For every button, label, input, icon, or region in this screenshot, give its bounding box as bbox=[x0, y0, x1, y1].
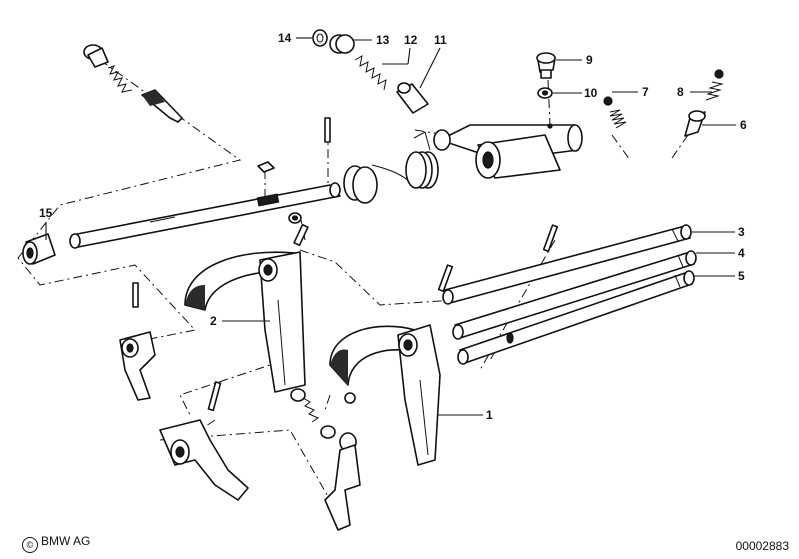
sleeve-15 bbox=[22, 233, 56, 265]
small-fasteners bbox=[132, 117, 559, 412]
pin-11 bbox=[396, 82, 429, 114]
brand-label: ©BMW AG bbox=[22, 534, 90, 553]
plug-9 bbox=[536, 52, 556, 79]
callout-6: 6 bbox=[740, 118, 747, 132]
copyright-icon: © bbox=[22, 537, 38, 553]
callout-12: 12 bbox=[404, 33, 418, 47]
bolt bbox=[290, 388, 336, 439]
document-number: 00002883 bbox=[735, 539, 789, 553]
shift-rod-3 bbox=[442, 224, 692, 305]
callout-11: 11 bbox=[434, 33, 447, 47]
ball-7-and-spring bbox=[603, 96, 627, 129]
brand-name: BMW AG bbox=[41, 534, 91, 548]
callout-8: 8 bbox=[677, 85, 684, 99]
detent-pin-assembly bbox=[83, 44, 183, 123]
ring-14 bbox=[312, 29, 328, 47]
selector-lever-bottom bbox=[324, 432, 361, 531]
spring-8 bbox=[705, 69, 724, 101]
callout-5: 5 bbox=[738, 269, 745, 283]
callout-7: 7 bbox=[642, 85, 649, 99]
callout-9: 9 bbox=[586, 53, 593, 67]
shift-rod-4 bbox=[452, 250, 697, 340]
shift-rod-15 bbox=[69, 182, 341, 249]
spring-12 bbox=[354, 55, 387, 91]
callout-15: 15 bbox=[39, 206, 53, 220]
callouts: 1 2 3 4 5 6 7 8 9 10 11 12 13 14 15 bbox=[39, 31, 747, 422]
callout-14: 14 bbox=[278, 31, 292, 45]
shift-fork-1 bbox=[329, 324, 441, 466]
sleeve-6 bbox=[684, 110, 706, 137]
selector-lever bbox=[433, 123, 583, 179]
callout-3: 3 bbox=[738, 225, 745, 239]
washer-10 bbox=[537, 87, 553, 99]
selector-dog-bottom bbox=[159, 419, 249, 501]
selector-dog-left bbox=[119, 331, 156, 401]
callout-13: 13 bbox=[376, 33, 390, 47]
shift-fork-2 bbox=[184, 251, 306, 393]
callout-4: 4 bbox=[738, 246, 745, 260]
circlip-and-spring bbox=[343, 131, 439, 204]
shift-rod-5 bbox=[457, 270, 695, 365]
callout-1: 1 bbox=[486, 408, 493, 422]
bushing-13 bbox=[329, 34, 355, 54]
callout-2: 2 bbox=[210, 314, 217, 328]
callout-10: 10 bbox=[584, 86, 598, 100]
